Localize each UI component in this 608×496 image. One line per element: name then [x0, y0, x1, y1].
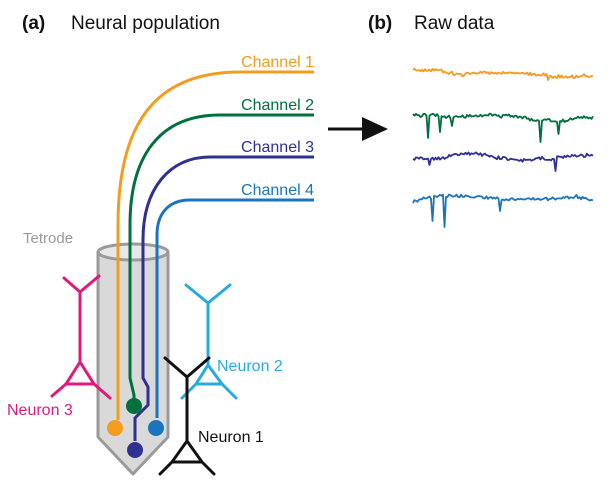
channel-2-tip	[126, 398, 142, 414]
neuron-3	[50, 274, 112, 400]
channel-labels: Channel 1 Channel 2 Channel 3 Channel 4	[241, 54, 314, 199]
channel-3-tip	[127, 442, 143, 458]
channel-1-label: Channel 1	[241, 54, 314, 71]
tetrode-label: Tetrode	[23, 230, 73, 247]
channel-4-tip	[148, 420, 164, 436]
neuron-2-label: Neuron 2	[217, 358, 283, 375]
channel-2-label: Channel 2	[241, 97, 314, 114]
neuron-1-label: Neuron 1	[198, 429, 264, 446]
neuron-3-label: Neuron 3	[7, 402, 73, 419]
panel-b-letter: (b)	[368, 13, 392, 34]
channel-4-trace	[412, 193, 594, 228]
neuron-1	[158, 356, 216, 476]
raw-data-traces	[412, 67, 594, 228]
panel-a-letter: (a)	[22, 13, 45, 34]
channel-3-wire	[133, 155, 314, 441]
channel-2-trace	[412, 112, 594, 143]
panel-a-title: Neural population	[71, 13, 220, 34]
tetrode-top-opening	[96, 242, 170, 262]
channel-4-wire	[155, 198, 314, 418]
channel-1-wire	[116, 70, 314, 420]
channel-3-trace	[412, 151, 594, 172]
neuron-2	[180, 283, 238, 400]
channel-1-trace	[412, 67, 594, 81]
channel-wires	[116, 70, 314, 441]
electrode-tips	[107, 398, 164, 458]
channel-1-tip	[107, 420, 123, 436]
arrow-icon	[328, 117, 388, 141]
channel-3-label: Channel 3	[241, 139, 314, 156]
channel-4-label: Channel 4	[241, 182, 314, 199]
channel-2-wire	[128, 113, 314, 400]
panel-b-title: Raw data	[414, 13, 495, 34]
